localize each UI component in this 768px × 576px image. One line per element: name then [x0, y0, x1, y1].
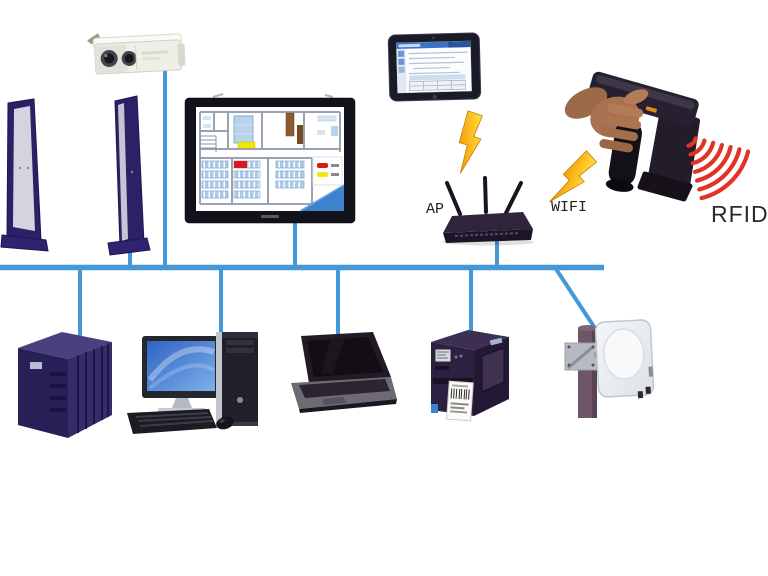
- rfid-wave-icon: [686, 136, 751, 201]
- floorplan-legend: [312, 156, 343, 186]
- security-gate-right-icon: [107, 95, 151, 256]
- handheld-rfid-reader-icon: [564, 71, 700, 202]
- ap-router-icon: [442, 176, 534, 246]
- laptop-icon: [291, 332, 397, 413]
- security-gate-left-icon: [0, 98, 49, 252]
- server-tower-icon: [18, 332, 112, 438]
- lightning-bolt-icon: [455, 109, 487, 175]
- floorplan-screen: [199, 111, 345, 212]
- artifact-mark: [324, 94, 334, 98]
- floorplan-alert-red: [234, 161, 247, 168]
- ap-label: AP: [426, 201, 445, 218]
- rfid-antenna-icon: [564, 319, 655, 418]
- label-printer-icon: [431, 330, 509, 422]
- tablet-icon: [387, 32, 482, 102]
- desktop-computer-icon: [127, 332, 258, 434]
- cctv-camera-icon: [87, 33, 186, 75]
- wifi-label: WIFI: [551, 199, 588, 216]
- rfid-label: RFID: [711, 201, 768, 227]
- artifact-mark: [212, 93, 224, 98]
- floorplan-monitor-icon: [184, 93, 356, 224]
